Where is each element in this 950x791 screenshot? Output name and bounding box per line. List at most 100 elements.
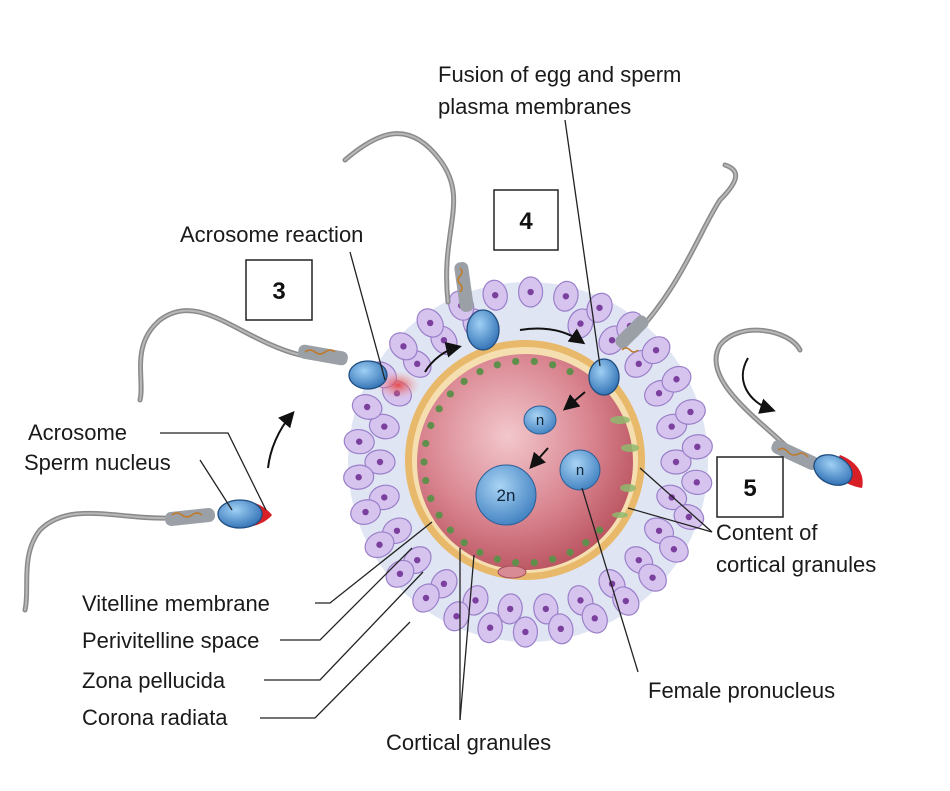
corona-cell — [675, 399, 706, 425]
label-content-line1: Content of — [716, 520, 818, 545]
cortical-granule — [582, 538, 590, 547]
motion-arrow-left — [267, 410, 295, 469]
cortical-granule — [566, 367, 574, 376]
leader-corona — [260, 621, 411, 719]
cortical-granule — [512, 357, 520, 366]
zygote-nucleus-label: 2n — [497, 486, 516, 505]
corona-cell — [661, 365, 692, 393]
sperm-intact-left — [22, 499, 272, 613]
corona-cell — [641, 336, 671, 365]
cortical-granule — [476, 548, 484, 557]
motion-arrow-step4 — [519, 327, 586, 345]
corona-cell — [497, 593, 523, 625]
label-perivitelline-space: Perivitelline space — [82, 628, 259, 653]
leader-content-1 — [639, 467, 713, 533]
corona-cell — [364, 531, 395, 559]
label-fusion-line1: Fusion of egg and sperm — [438, 62, 681, 87]
corona-cell — [343, 429, 375, 455]
label-acrosome-reaction: Acrosome reaction — [180, 222, 363, 247]
corona-cell — [581, 603, 608, 634]
leader-acrosome-reaction — [349, 251, 386, 381]
female-pronucleus — [559, 449, 601, 491]
cortical-granules — [420, 357, 604, 567]
cortical-granule — [596, 526, 604, 534]
label-fusion-line2: plasma membranes — [438, 94, 631, 119]
leader-cortical-2 — [459, 554, 475, 721]
sperm-step4 — [342, 131, 500, 351]
cortical-granule — [435, 405, 443, 413]
label-vitelline-membrane: Vitelline membrane — [82, 591, 270, 616]
step4-box — [493, 189, 559, 251]
cortical-granule — [422, 439, 430, 448]
step5-box — [716, 456, 784, 518]
corona-cell — [477, 612, 503, 644]
cortical-granule — [427, 421, 435, 430]
leader-perivitelline — [280, 547, 413, 641]
leader-fusion — [564, 119, 601, 367]
cortical-granule — [427, 494, 435, 503]
motion-arrow-step3 — [424, 341, 462, 373]
corona-cell — [343, 464, 375, 490]
corona-cell — [681, 434, 713, 460]
cortical-granule — [435, 511, 443, 519]
corona-cell — [681, 469, 713, 495]
leader-acrosome — [160, 432, 267, 511]
corona-cell — [512, 616, 539, 648]
label-content-line2: cortical granules — [716, 552, 876, 577]
corona-cell — [517, 276, 544, 308]
arrow-into-egg — [562, 391, 586, 411]
corona-cell — [548, 613, 574, 645]
cortical-granule — [530, 558, 538, 567]
corona-cell — [364, 449, 396, 475]
label-acrosome: Acrosome — [28, 420, 127, 445]
cortical-granule — [422, 476, 430, 485]
female-pronucleus-label: n — [576, 462, 584, 479]
sperm-step5 — [713, 327, 863, 488]
step3-number: 3 — [272, 278, 285, 305]
step4-number: 4 — [519, 208, 533, 235]
corona-cell — [553, 280, 579, 312]
cortical-granule — [446, 390, 454, 398]
zygote-nucleus — [475, 464, 537, 526]
motion-arrow-step5 — [742, 357, 776, 414]
cortical-granule — [512, 558, 520, 567]
leader-female-pronucleus — [581, 487, 639, 673]
corona-cell — [659, 535, 689, 563]
label-cortical-granules: Cortical granules — [386, 730, 551, 755]
leader-sperm-nucleus — [199, 459, 233, 511]
cortical-granule — [530, 357, 538, 366]
label-corona-radiata: Corona radiata — [82, 705, 228, 730]
step3-box — [245, 259, 313, 321]
label-sperm-nucleus: Sperm nucleus — [24, 450, 171, 475]
corona-cell — [350, 499, 381, 525]
cortical-granule — [460, 538, 468, 547]
corona-cell — [612, 586, 640, 616]
cortical-granule — [493, 361, 501, 369]
cortical-granule — [420, 458, 428, 466]
cortical-granule — [549, 361, 557, 369]
cortical-granule — [476, 367, 484, 376]
corona-cell — [443, 601, 470, 632]
corona-cell — [368, 413, 400, 440]
label-zona-pellucida: Zona pellucida — [82, 668, 226, 693]
corona-cell — [533, 593, 559, 625]
corona-cell — [351, 394, 383, 420]
corona-cell — [416, 308, 444, 338]
corona-cell — [660, 449, 692, 475]
corona-cell — [482, 279, 508, 311]
cortical-granule — [446, 526, 454, 534]
corona-cell — [412, 583, 440, 613]
cortical-granule — [566, 548, 574, 557]
arrow-to-zygote — [529, 447, 549, 469]
polar-body — [497, 565, 527, 579]
step5-number: 5 — [743, 475, 756, 502]
leader-content-2 — [627, 507, 713, 533]
cortical-granule — [549, 555, 557, 563]
cortical-granule — [460, 377, 468, 386]
sperm-step3 — [137, 308, 420, 403]
corona-cell — [389, 332, 418, 361]
sperm-pronucleus-label: n — [536, 412, 544, 429]
leader-vitelline — [315, 521, 433, 604]
corona-cell — [638, 563, 667, 592]
